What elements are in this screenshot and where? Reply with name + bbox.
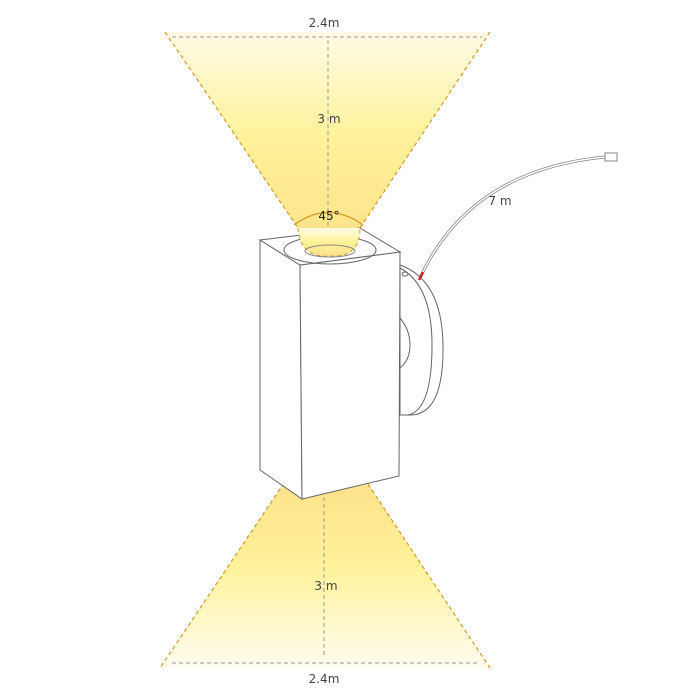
top-width-label: 2.4m [309,16,340,30]
cable-length-label: 7 m [488,194,511,208]
power-cable [417,152,618,281]
bottom-light-beam [159,482,491,669]
cable-connector [604,152,618,162]
wall-mount-plate [399,264,444,416]
light-fixture-body [258,227,402,500]
bottom-width-label: 2.4m [309,672,340,686]
beam-angle-arc [293,212,364,226]
dimension-lines [172,36,482,664]
top-distance-label: 3 m [317,112,340,126]
top-light-beam [164,31,491,243]
beam-angle-label: 45° [318,209,339,223]
bottom-distance-label: 3 m [314,579,337,593]
